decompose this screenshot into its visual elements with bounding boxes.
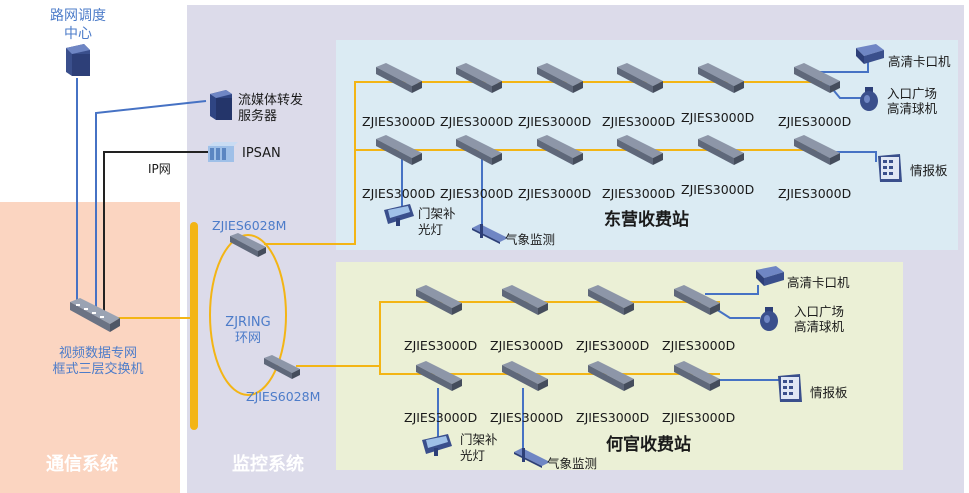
switch-label: ZJIES3000D [662,410,736,425]
weather-label: 气象监测 [505,232,556,247]
switch-label: ZJIES3000D [440,186,514,201]
stream-server-label: 流媒体转发 服务器 [238,93,304,124]
comm-system-area [0,202,180,493]
access-switch-icon [414,360,464,396]
server-tower-icon [60,42,94,82]
access-switch-icon [374,62,424,98]
access-switch-icon [586,284,636,320]
section-title-comm: 通信系统 [46,454,118,475]
access-switch-icon [696,134,746,170]
switch-label: ZJIES3000D [602,186,676,201]
storage-icon [206,140,238,170]
access-switch-icon [535,62,585,98]
switch-label: ZJIES3000D [490,338,564,353]
switch-label: ZJIES3000D [681,110,755,125]
hd-checkpoint-label: 高清卡口机 [888,54,951,69]
access-switch-icon [535,134,585,170]
ring-switch-icon [262,354,302,384]
switch-label: ZJIES3000D [518,186,592,201]
info-board-label: 情报板 [910,163,948,178]
switch-label: ZJIES3000D [404,338,478,353]
access-switch-icon [586,360,636,396]
station-title: 何官收费站 [606,435,691,455]
ring-switch-icon [228,232,268,262]
access-switch-icon [500,360,550,396]
station-title: 东营收费站 [604,210,689,230]
ring-node-label-top: ZJIES6028M [212,218,287,233]
info-board-icon [776,374,804,408]
core-switch-label: 视频数据专网 框式三层交换机 [52,346,144,377]
switch-label: ZJIES3000D [778,114,852,129]
switch-label: ZJIES3000D [404,410,478,425]
info-board-label: 情报板 [810,385,848,400]
switch-label: ZJIES3000D [662,338,736,353]
fill-light-icon [382,202,416,232]
weather-station-icon [512,446,552,474]
access-switch-icon [454,134,504,170]
server-tower-icon [206,88,234,126]
ring-label: ZJRING 环网 [225,315,271,346]
switch-label: ZJIES3000D [576,338,650,353]
access-switch-icon [792,62,842,98]
access-switch-icon [672,284,722,320]
camera-icon [752,264,786,294]
ring-node-label-bottom: ZJIES6028M [246,389,321,404]
switch-label: ZJIES3000D [490,410,564,425]
gantry-light-label: 门架补 光灯 [460,432,498,463]
switch-label: ZJIES3000D [602,114,676,129]
dome-camera-icon [858,86,880,116]
info-board-icon [876,154,904,188]
weather-label: 气象监测 [547,456,598,471]
switch-label: ZJIES3000D [778,186,852,201]
access-switch-icon [454,62,504,98]
access-switch-icon [792,134,842,170]
access-switch-icon [615,62,665,98]
fill-light-icon [420,432,454,462]
switch-label: ZJIES3000D [440,114,514,129]
ip-net-label: IP网 [148,162,171,176]
entrance-dome-label: 入口广场 高清球机 [886,86,937,116]
camera-icon [852,42,886,72]
core-switch-icon [66,296,122,340]
access-switch-icon [414,284,464,320]
switch-label: ZJIES3000D [576,410,650,425]
access-switch-icon [672,360,722,396]
switch-label: ZJIES3000D [362,186,436,201]
entrance-dome-label: 入口广场 高清球机 [793,304,844,334]
switch-label: ZJIES3000D [681,182,755,197]
switch-label: ZJIES3000D [518,114,592,129]
hd-checkpoint-label: 高清卡口机 [787,275,850,290]
ipsan-label: IPSAN [242,146,281,161]
gantry-light-label: 门架补 光灯 [418,206,456,237]
access-switch-icon [500,284,550,320]
switch-label: ZJIES3000D [362,114,436,129]
access-switch-icon [615,134,665,170]
access-switch-icon [374,134,424,170]
access-switch-icon [696,62,746,98]
section-title-monitor: 监控系统 [232,454,304,475]
dome-camera-icon [758,306,780,336]
weather-station-icon [470,222,510,250]
dispatch-center-label: 路网调度 中心 [50,8,106,42]
